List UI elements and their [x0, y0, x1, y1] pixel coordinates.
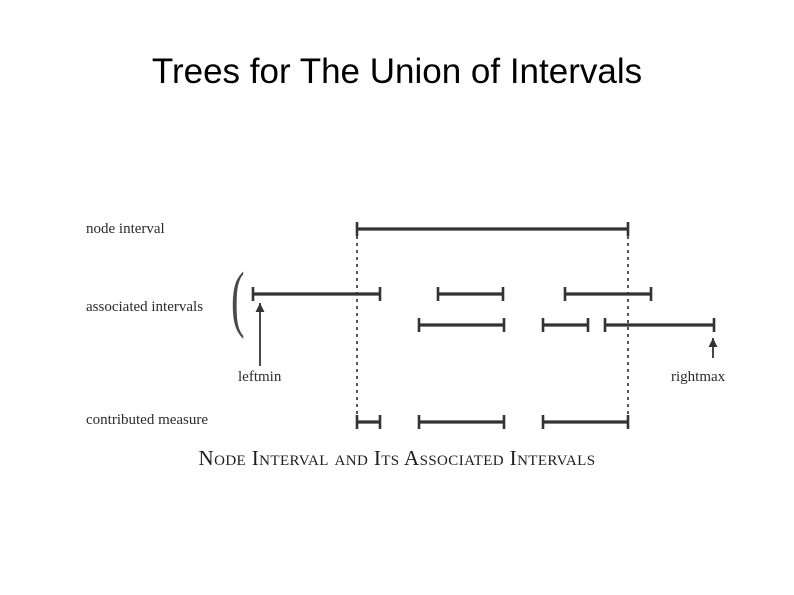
interval-segment — [563, 287, 653, 301]
arrow-head — [255, 303, 265, 312]
grouping-brace: ( — [231, 258, 245, 340]
pointer-arrows — [255, 303, 718, 366]
interval-segment-rows — [251, 222, 716, 429]
boundary-guide-lines — [356, 229, 629, 424]
figure-caption: Node Interval and Its Associated Interva… — [198, 446, 596, 470]
arrow-head — [708, 338, 718, 347]
contributed-measure-row — [355, 415, 630, 429]
interval-segment — [603, 318, 716, 332]
rightmax-arrow — [708, 338, 718, 358]
interval-segment — [251, 287, 382, 301]
label-contributed-measure: contributed measure — [86, 412, 209, 428]
interval-segment — [436, 287, 505, 301]
label-leftmin: leftmin — [238, 369, 282, 385]
interval-segment — [355, 415, 382, 429]
interval-segment — [417, 318, 506, 332]
label-rightmax: rightmax — [671, 369, 726, 385]
interval-segment — [417, 415, 506, 429]
node-interval-row — [355, 222, 630, 236]
associated-intervals-upper-row — [251, 287, 653, 301]
interval-segment — [541, 415, 630, 429]
interval-segment — [355, 222, 630, 236]
page-title: Trees for The Union of Intervals — [151, 52, 643, 91]
associated-intervals-lower-row — [417, 318, 716, 332]
label-node-interval: node interval — [86, 221, 165, 237]
leftmin-arrow — [255, 303, 265, 366]
interval-segment — [541, 318, 590, 332]
label-associated-intervals: associated intervals — [86, 299, 204, 315]
